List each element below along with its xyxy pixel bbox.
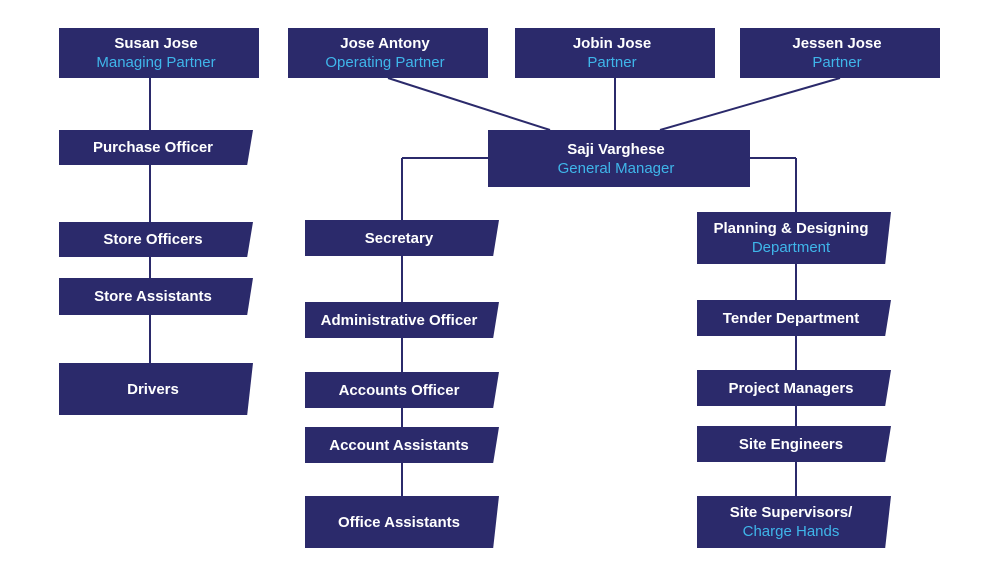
partner-role: Partner [812,54,862,71]
project-managers-box: Project Managers [697,370,891,406]
box-label: Purchase Officer [92,139,214,156]
box-label: Planning & Designing [713,220,869,237]
account-assistants-box: Account Assistants [305,427,499,463]
accounts-officer-box: Accounts Officer [305,372,499,408]
box-label: Administrative Officer [320,311,478,329]
box-label: Office Assistants [338,513,460,531]
administrative-officer-box: Administrative Officer [305,302,499,338]
box-label: Drivers [127,380,179,398]
partner-name: Jessen Jose [792,35,882,52]
susan-jose-box: Susan Jose Managing Partner [59,28,259,78]
site-supervisors-box: Site Supervisors/ Charge Hands [697,496,891,548]
gm-name: Saji Varghese [567,140,665,158]
box-sublabel: Charge Hands [742,523,840,540]
connector-jessen-gm [659,77,841,131]
partner-name: Jose Antony [340,35,430,52]
box-label: Tender Department [722,309,860,327]
box-sublabel: Department [751,239,831,256]
partner-role: Operating Partner [325,54,445,71]
box-label: Store Assistants [94,288,212,305]
connector-antony-gm [387,77,551,131]
gm-role: General Manager [557,159,675,177]
partner-role: Managing Partner [96,54,216,71]
box-label: Secretary [364,229,434,247]
planning-designing-box: Planning & Designing Department [697,212,891,264]
general-manager-box: Saji Varghese General Manager [488,130,750,187]
site-engineers-box: Site Engineers [697,426,891,462]
jobin-jose-box: Jobin Jose Partner [515,28,715,78]
box-label: Store Officers [103,231,203,248]
store-officers-box: Store Officers [59,222,253,257]
jose-antony-box: Jose Antony Operating Partner [288,28,488,78]
tender-department-box: Tender Department [697,300,891,336]
box-label: Site Supervisors/ [729,504,853,521]
purchase-officer-box: Purchase Officer [59,130,253,165]
partner-role: Partner [587,54,637,71]
jessen-jose-box: Jessen Jose Partner [740,28,940,78]
secretary-box: Secretary [305,220,499,256]
office-assistants-box: Office Assistants [305,496,499,548]
drivers-box: Drivers [59,363,253,415]
partner-name: Susan Jose [114,35,198,52]
partner-name: Jobin Jose [572,35,652,52]
box-label: Site Engineers [738,435,844,453]
store-assistants-box: Store Assistants [59,278,253,315]
box-label: Accounts Officer [338,381,460,399]
box-label: Account Assistants [329,436,469,454]
box-label: Project Managers [728,379,854,397]
